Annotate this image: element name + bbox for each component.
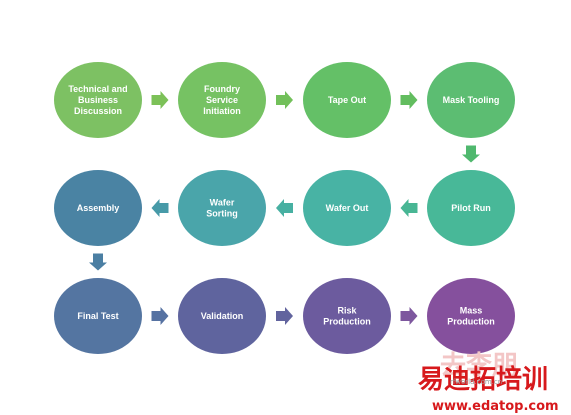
arrow-right-icon [276,307,293,325]
node-label: Wafer Out [326,203,369,213]
node-shape [303,170,391,246]
node-shape [54,62,142,138]
node-label: Final Test [77,311,118,321]
node-shape [303,62,391,138]
node-label: Pilot Run [451,203,491,213]
watermark-small-text: rfworld.com.cn [450,378,502,386]
node-shape [427,278,515,354]
node-final-test: Final Test [54,278,142,354]
node-label: Mass [460,306,483,316]
node-shape [178,62,266,138]
node-label: Wafer [210,198,235,208]
node-label: Initiation [203,106,241,116]
watermark-url: www.edatop.com [432,399,559,414]
node-label: Assembly [77,203,120,213]
node-label: Production [323,317,371,327]
node-validation: Validation [178,278,266,354]
arrow-right-icon [276,91,293,109]
node-label: Production [447,317,495,327]
node-shape [303,278,391,354]
arrow-left-icon [400,199,418,217]
watermark-ghost-text: 去李朋 [440,351,518,381]
node-label: Sorting [206,209,238,219]
node-shape [54,278,142,354]
arrow-right-icon [151,307,169,325]
node-label: Business [78,95,118,105]
node-shape [54,170,142,246]
node-shape [427,170,515,246]
node-shape [178,170,266,246]
node-label: Tape Out [328,95,366,105]
node-mask-tooling: Mask Tooling [427,62,515,138]
node-tape-out: Tape Out [303,62,391,138]
node-label: Service [206,95,238,105]
node-label: Risk [337,306,357,316]
arrow-down-icon [462,145,480,163]
arrow-left-icon [151,199,169,217]
node-assembly: Assembly [54,170,142,246]
node-label: Validation [201,311,244,321]
arrow-left-icon [276,199,293,217]
node-shape [427,62,515,138]
arrow-right-icon [400,91,418,109]
edges [89,91,480,325]
arrow-right-icon [151,91,169,109]
node-label: Foundry [204,84,240,94]
node-label: Discussion [74,106,122,116]
node-label: Technical and [68,84,127,94]
arrow-down-icon [89,253,107,271]
node-shape [178,278,266,354]
node-wafer-out: Wafer Out [303,170,391,246]
watermark: 去李朋 易迪拓培训 rfworld.com.cn www.edatop.com [418,351,559,414]
node-label: Mask Tooling [443,95,500,105]
arrow-right-icon [400,307,418,325]
node-pilot-run: Pilot Run [427,170,515,246]
watermark-brand-text: 易迪拓培训 [418,365,548,395]
